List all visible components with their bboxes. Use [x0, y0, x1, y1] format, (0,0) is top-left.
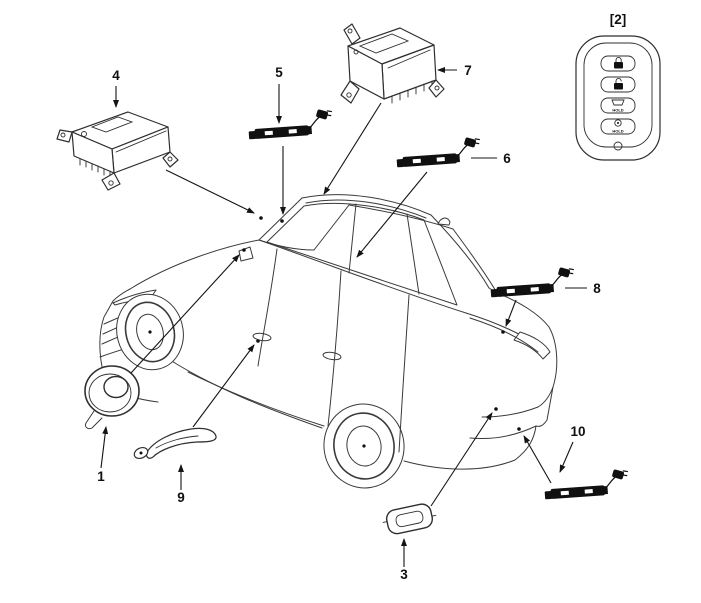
- mounting-bracket: [343, 23, 361, 45]
- component-6-antenna: [394, 135, 482, 168]
- key-ring-hole: [613, 141, 623, 151]
- lock-icon: [614, 57, 623, 69]
- component-2-smart-key: HOLD HOLD: [575, 35, 661, 161]
- hold-label: HOLD: [612, 129, 623, 134]
- component-3-antenna: [382, 503, 437, 535]
- target-dot-10: [517, 427, 521, 431]
- side-glass: [266, 202, 458, 306]
- front-door-handle: [252, 332, 272, 342]
- component-8-antenna: [488, 265, 576, 298]
- callout-4: 4: [112, 68, 120, 83]
- lock-button: [600, 55, 636, 72]
- arrow-3: [430, 412, 493, 507]
- callout-arrows: [100, 67, 587, 567]
- leader-line-1: [100, 426, 109, 469]
- callout-8: 8: [593, 281, 601, 296]
- mounting-bracket: [101, 172, 121, 191]
- connector-pins: [79, 158, 111, 178]
- component-4-control-module: [56, 111, 179, 191]
- panic-icon: [614, 119, 622, 127]
- mounting-bracket: [162, 151, 179, 168]
- component-5-antenna: [246, 107, 334, 140]
- arrow-1: [130, 254, 240, 374]
- tail-lamp: [513, 331, 551, 360]
- panic-button: [600, 118, 636, 135]
- trunk-icon: [611, 99, 625, 106]
- component-1-buzzer: [84, 365, 140, 430]
- callout-9: 9: [177, 490, 185, 505]
- unlock-icon: [614, 78, 623, 90]
- trunk-button: [600, 97, 636, 114]
- leader-line-10: [559, 441, 574, 473]
- hold-label: HOLD: [612, 108, 623, 113]
- target-dot-8: [501, 330, 505, 334]
- roof-antenna-fin: [437, 217, 451, 226]
- target-dot-4: [259, 216, 263, 220]
- rear-door-seam: [398, 294, 410, 453]
- arrow-10: [523, 435, 552, 484]
- rear-wheel: [323, 403, 405, 489]
- arrow-9: [192, 344, 255, 428]
- b-pillar: [348, 203, 357, 274]
- mounting-bracket: [340, 80, 360, 104]
- callout-1: 1: [97, 469, 105, 484]
- target-dot-1: [242, 248, 246, 252]
- target-dot-9: [256, 339, 260, 343]
- mounting-tab: [85, 410, 103, 430]
- target-dot-5: [280, 219, 284, 223]
- component-9-door-handle: [133, 427, 217, 460]
- rear-door-handle: [322, 351, 342, 361]
- arrow-8: [505, 299, 517, 327]
- mounting-bracket: [428, 79, 445, 98]
- connector-pins: [391, 80, 433, 104]
- arrow-7: [323, 102, 382, 195]
- callout-5: 5: [275, 65, 283, 80]
- front-door-seam: [327, 270, 342, 427]
- arrow-4: [165, 169, 255, 214]
- callout-6: 6: [503, 151, 511, 166]
- c-pillar-division: [406, 213, 420, 295]
- side-mirror: [238, 246, 254, 262]
- callout-2: [2]: [610, 12, 627, 27]
- component-10-antenna: [542, 467, 630, 500]
- vehicle-illustration: [99, 194, 558, 489]
- target-dot-3: [494, 407, 498, 411]
- callout-labels: 4 5 7 6 [2] 8 1 9 3 10: [97, 12, 626, 582]
- callout-3: 3: [400, 567, 408, 582]
- component-7-smart-key-unit: [340, 23, 445, 104]
- unlock-button: [600, 76, 636, 93]
- arrow-6: [356, 171, 428, 258]
- callout-7: 7: [464, 63, 472, 78]
- front-wheel: [116, 293, 184, 371]
- callout-10: 10: [570, 424, 585, 439]
